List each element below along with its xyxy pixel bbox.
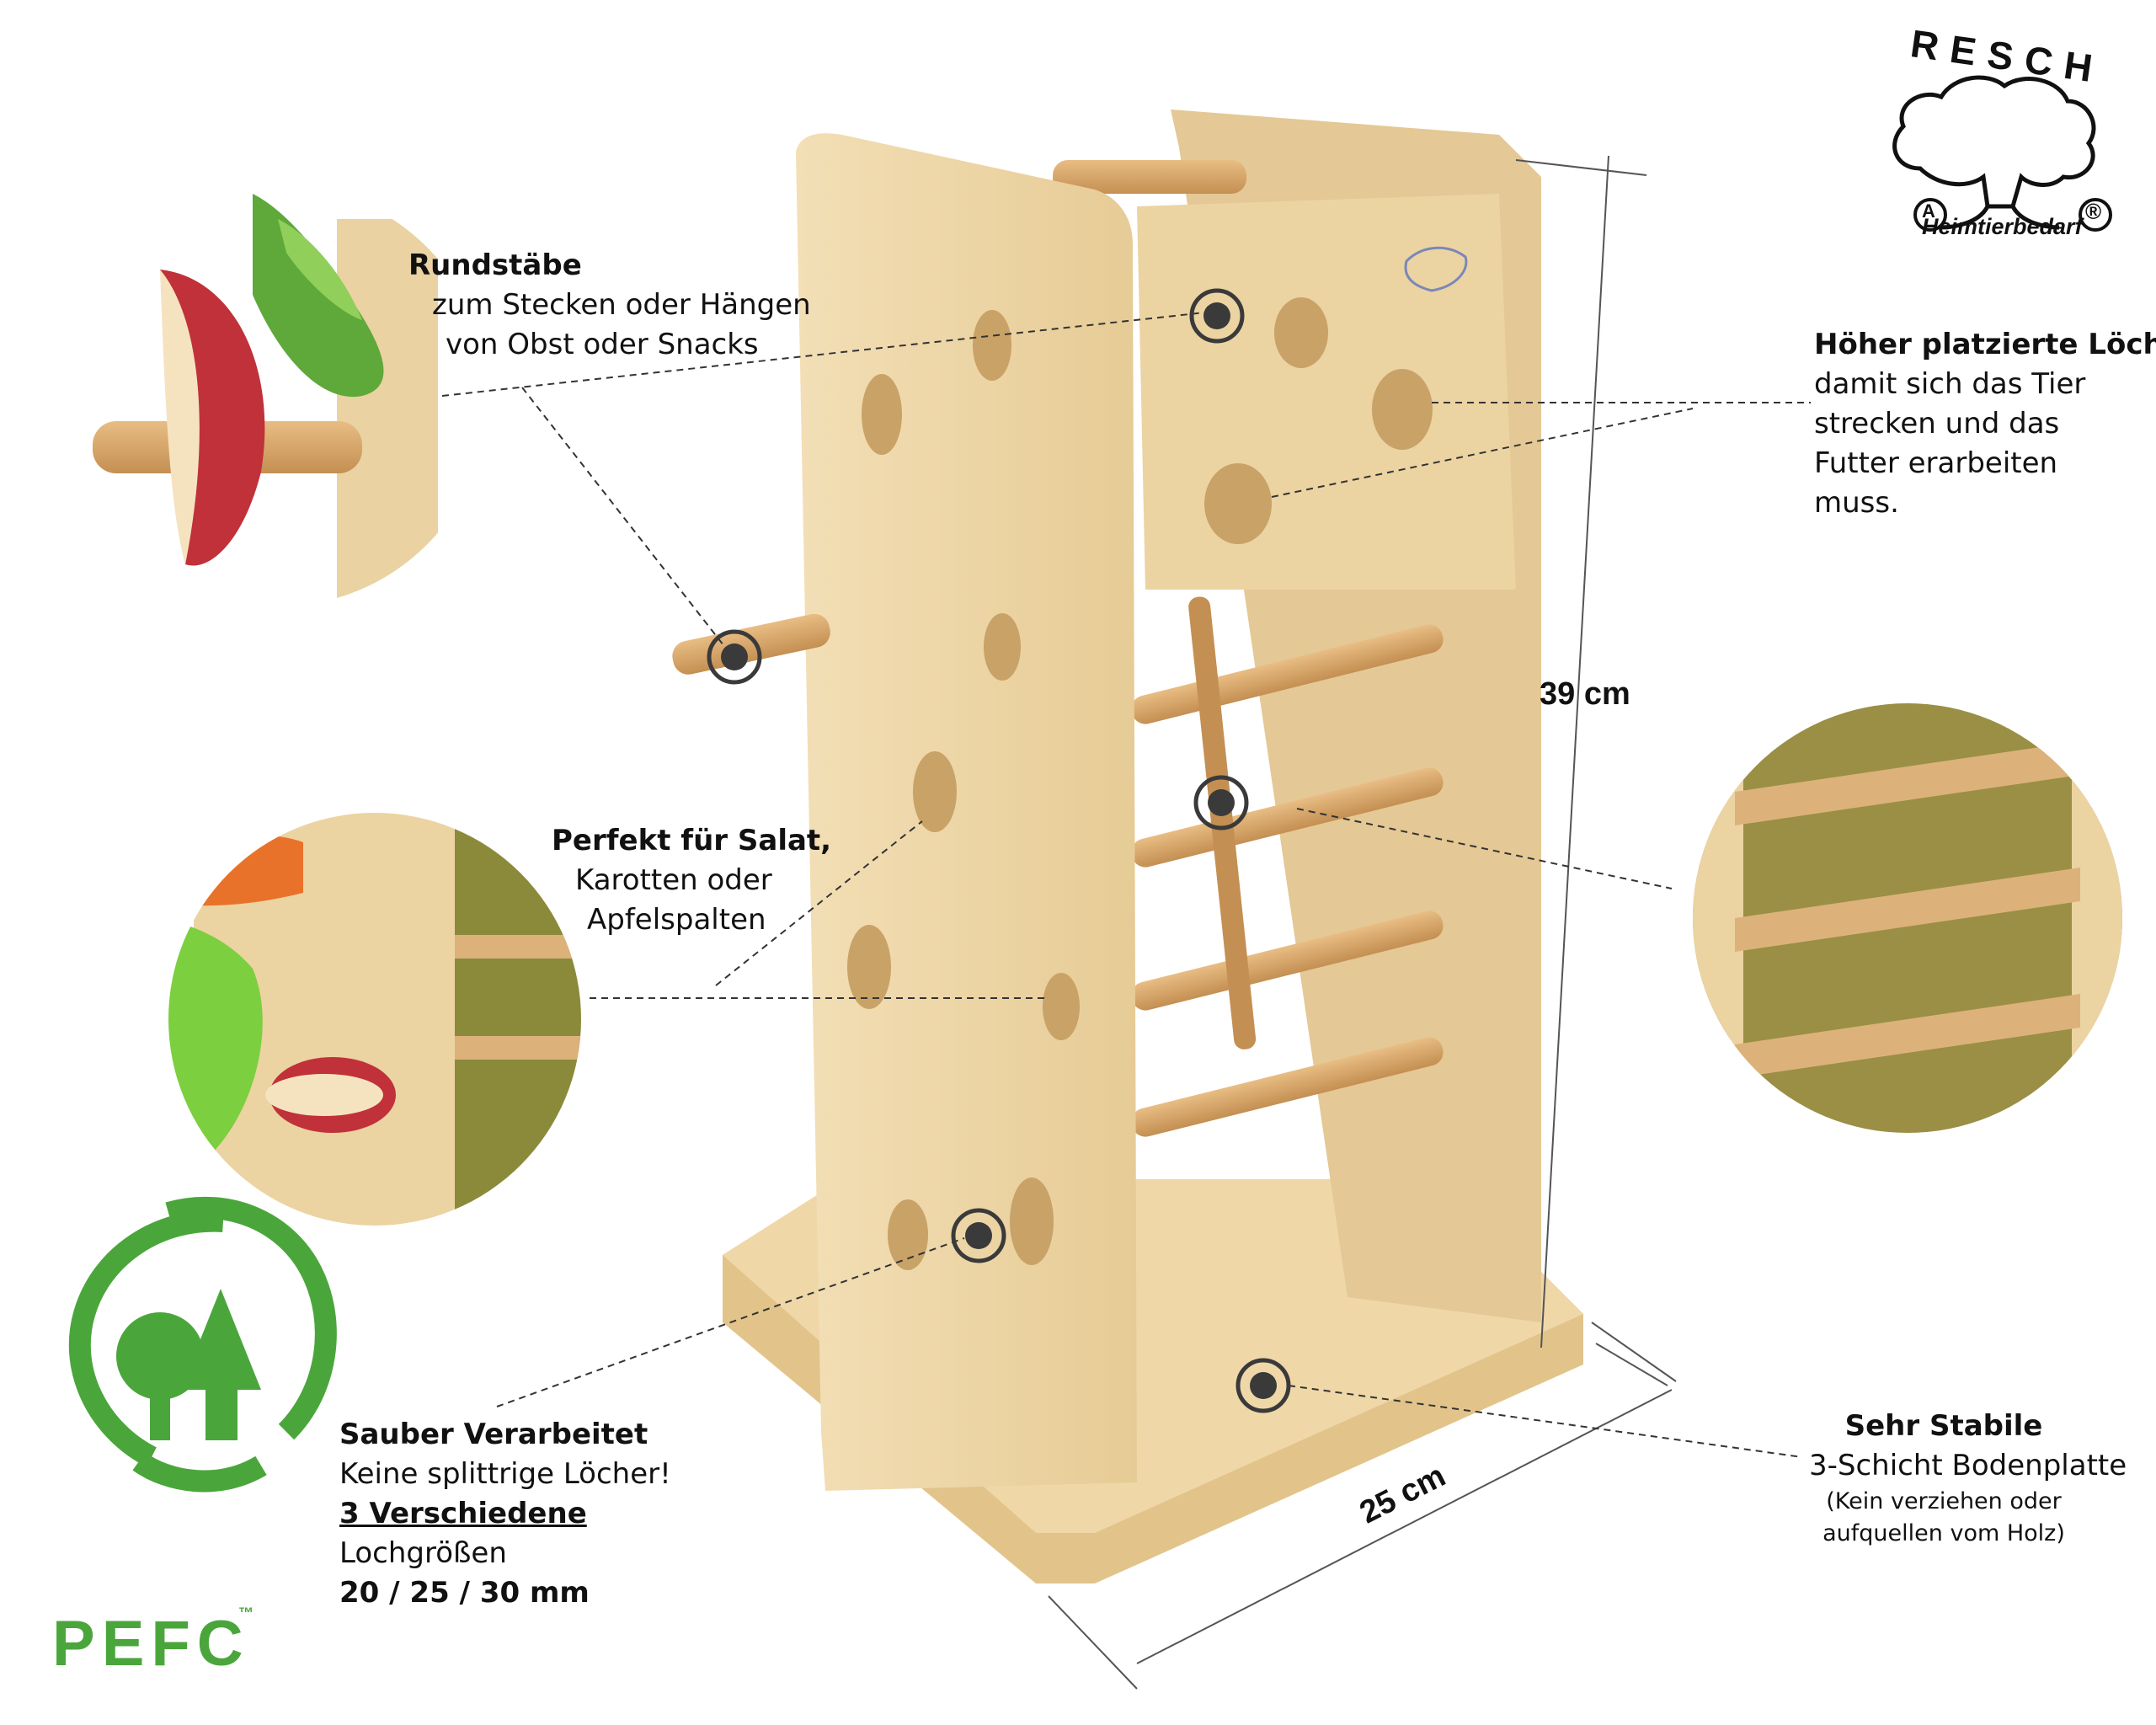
callout-line: damit sich das Tier — [1814, 367, 2086, 401]
callout-hoeher: Höher platzierte Löcher, damit sich das … — [1814, 325, 2156, 523]
leader-lines — [441, 311, 1811, 1458]
callout-line: strecken und das — [1814, 407, 2060, 441]
callout-line: zum Stecken oder Hängen — [432, 288, 811, 322]
callout-rundstaebe: Rundstäbe zum Stecken oder Hängen von Ob… — [408, 246, 811, 365]
dimension-lines — [1048, 155, 1677, 1690]
hay-rack-tower — [672, 109, 1583, 1583]
callout-line: muss. — [1814, 486, 1899, 520]
callout-line: (Kein verziehen oder — [1826, 1488, 2062, 1514]
callout-line: Karotten oder — [575, 863, 772, 897]
callout-line: Lochgrößen — [339, 1536, 507, 1570]
callout-title: Höher platzierte Löcher — [1814, 328, 2156, 361]
width-dimension-line — [1136, 1389, 1673, 1664]
pefc-wordmark: PEFC — [52, 1608, 250, 1680]
pefc-tm: ™ — [238, 1605, 253, 1621]
callout-title: Sehr Stabile — [1844, 1409, 2043, 1443]
marker-side-dowel — [707, 629, 762, 685]
callout-line: Futter erarbeiten — [1814, 446, 2058, 480]
marker-rungs — [1193, 775, 1249, 830]
callout-line: 3-Schicht Bodenplatte — [1809, 1449, 2127, 1482]
callout-stabil: Sehr Stabile 3-Schicht Bodenplatte (Kein… — [1809, 1407, 2127, 1550]
inset-hay-rungs — [1693, 703, 2122, 1133]
callout-salat: Perfekt für Salat, Karotten oder Apfelsp… — [552, 821, 831, 940]
callout-line: Apfelspalten — [587, 903, 766, 937]
rack-brand-stamp — [1404, 246, 1468, 292]
callout-line: 20 / 25 / 30 mm — [339, 1576, 590, 1610]
resch-logo — [1892, 75, 2112, 232]
callout-title: Rundstäbe — [408, 248, 582, 282]
marker-base — [1235, 1358, 1291, 1413]
height-label: 39 cm — [1540, 676, 1630, 712]
callout-line: von Obst oder Snacks — [446, 328, 759, 361]
callout-title: Sauber Verarbeitet — [339, 1418, 648, 1451]
inset-salad-carrot — [168, 813, 581, 1226]
target-markers — [707, 288, 1291, 1413]
marker-holes — [951, 1208, 1006, 1263]
brand-mark-a: A — [1922, 200, 1935, 222]
height-dimension-line — [1540, 155, 1609, 1348]
callout-title-row: Höher platzierte Löcher, — [1814, 325, 2156, 365]
brand-registered: ® — [2085, 199, 2102, 224]
pefc-logo-mark — [68, 1196, 337, 1493]
callout-title: Perfekt für Salat, — [552, 824, 832, 857]
brand-sub: Heimtierbedarf — [1922, 214, 2083, 239]
callout-sauber: Sauber Verarbeitet Keine splittrige Löch… — [339, 1415, 671, 1613]
marker-top-dowel — [1189, 288, 1245, 344]
inset-dowel-snack — [67, 185, 488, 606]
callout-line: 3 Verschiedene — [339, 1497, 587, 1530]
callout-line: aufquellen vom Holz) — [1822, 1520, 2065, 1546]
callout-line: Keine splittrige Löcher! — [339, 1457, 671, 1491]
